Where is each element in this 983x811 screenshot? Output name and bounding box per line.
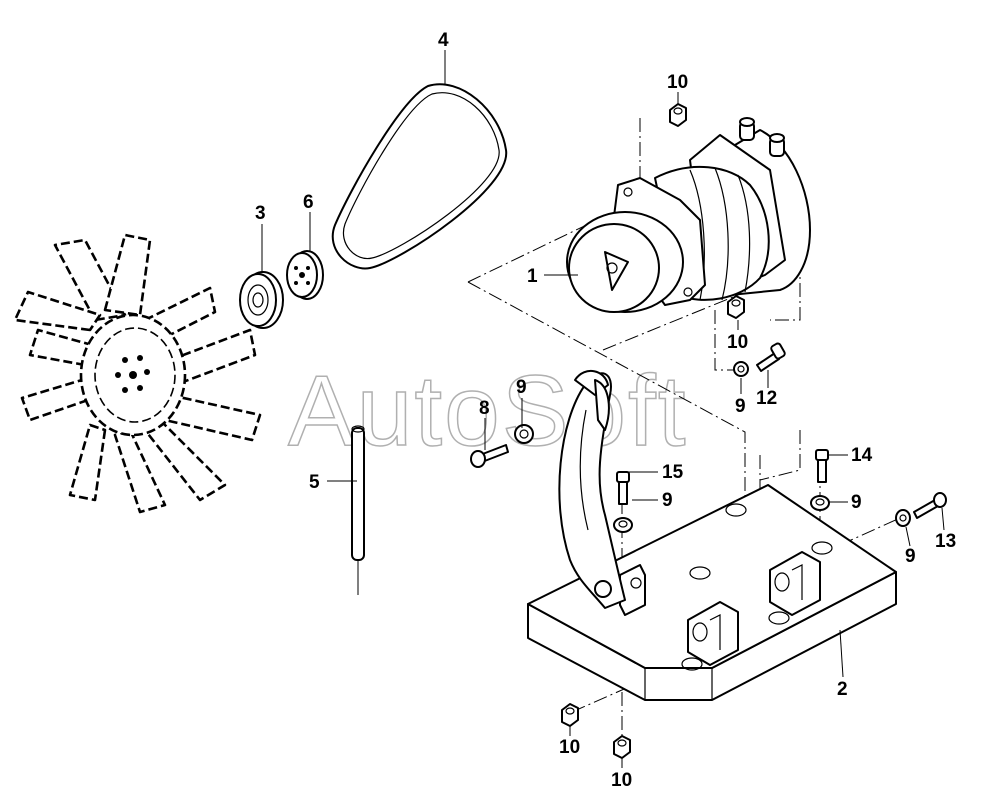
callout-15: 15 bbox=[662, 462, 684, 483]
callout-10-bottom-center: 10 bbox=[611, 770, 632, 791]
callout-9-center: 9 bbox=[662, 490, 673, 511]
fan bbox=[13, 233, 262, 514]
callout-9-compressor: 9 bbox=[735, 396, 746, 417]
spacer bbox=[286, 250, 324, 300]
compressor bbox=[566, 117, 811, 313]
pulley bbox=[239, 271, 284, 329]
callout-13: 13 bbox=[935, 531, 956, 552]
leader-lines bbox=[261, 50, 945, 768]
callout-10-compressor: 10 bbox=[727, 332, 748, 353]
callout-9-right: 9 bbox=[851, 492, 862, 513]
callout-4: 4 bbox=[438, 30, 449, 51]
callout-10-bottom-left: 10 bbox=[559, 737, 580, 758]
mounting-plate bbox=[527, 484, 897, 701]
callout-8: 8 bbox=[479, 398, 490, 419]
callouts: 4 3 6 1 5 8 9 10 10 9 12 15 9 14 9 9 13 … bbox=[255, 30, 956, 791]
callout-9-far-right: 9 bbox=[905, 546, 916, 567]
callout-9-arm: 9 bbox=[516, 377, 527, 398]
callout-2: 2 bbox=[837, 679, 848, 700]
callout-3: 3 bbox=[255, 203, 266, 224]
callout-5: 5 bbox=[309, 472, 320, 493]
callout-12: 12 bbox=[756, 388, 777, 409]
callout-1: 1 bbox=[527, 266, 538, 287]
tension-arm bbox=[558, 370, 626, 609]
rod bbox=[351, 425, 365, 595]
v-belt bbox=[331, 83, 508, 270]
callout-6: 6 bbox=[303, 192, 314, 213]
callout-14: 14 bbox=[851, 445, 873, 466]
callout-10-top: 10 bbox=[667, 72, 688, 93]
